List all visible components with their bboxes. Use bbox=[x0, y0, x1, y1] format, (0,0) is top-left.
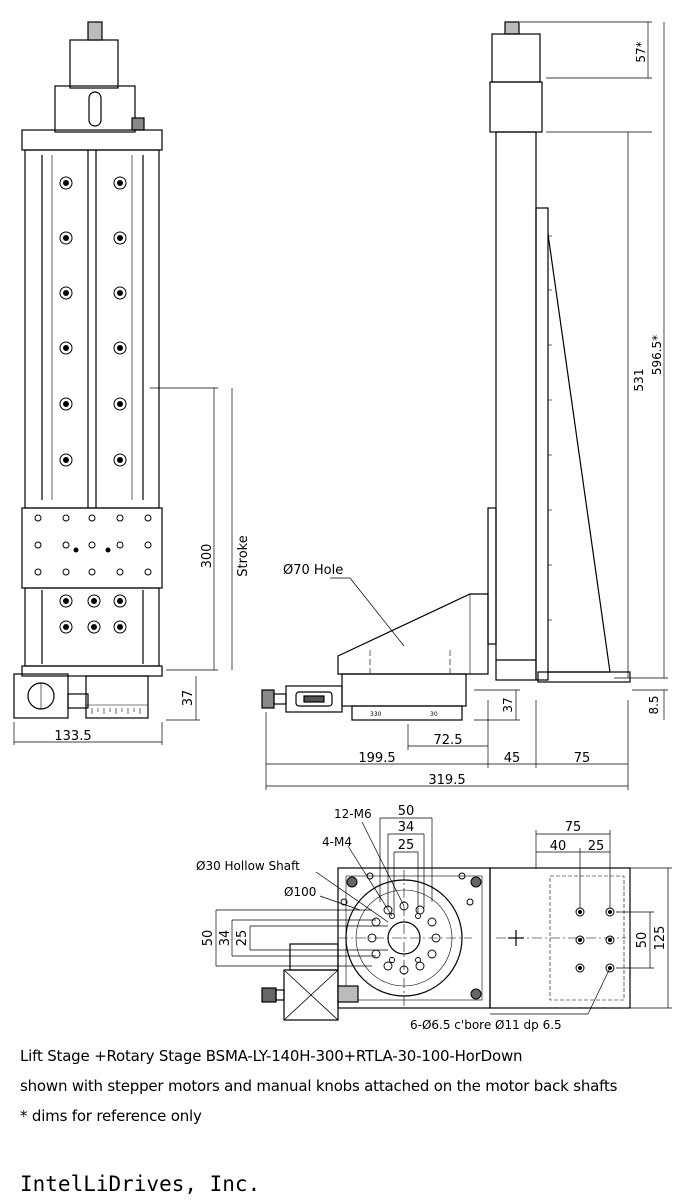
dim-50-right: 50 bbox=[635, 932, 650, 949]
dim-45: 45 bbox=[504, 751, 521, 766]
dim-40: 40 bbox=[550, 839, 567, 854]
dia-100-label: Ø100 bbox=[284, 885, 316, 899]
caption-title: Lift Stage +Rotary Stage BSMA-LY-140H-30… bbox=[20, 1047, 523, 1065]
dim-319-5: 319.5 bbox=[428, 773, 465, 788]
technical-drawing: 133.5 300 Stroke 37 330 30 bbox=[13, 21, 672, 1032]
side-base-height-dim: 37 bbox=[181, 690, 196, 707]
dim-34-top: 34 bbox=[398, 820, 415, 835]
stroke-label: Stroke bbox=[236, 535, 251, 576]
dim-531: 531 bbox=[632, 369, 646, 392]
dim-25-left: 25 bbox=[235, 930, 250, 947]
hollow-shaft-label: Ø30 Hollow Shaft bbox=[196, 859, 300, 873]
bore-label: 6-Ø6.5 c'bore Ø11 dp 6.5 bbox=[410, 1018, 562, 1032]
side-height-dim: 300 bbox=[200, 544, 215, 569]
dim-25-right: 25 bbox=[588, 839, 605, 854]
lower-holes bbox=[59, 594, 127, 634]
side-view: 133.5 300 Stroke 37 bbox=[13, 21, 251, 745]
dim-50-top: 50 bbox=[398, 804, 415, 819]
dim-596-5: 596.5* bbox=[650, 335, 664, 375]
dim-125: 125 bbox=[653, 926, 668, 951]
m6-label: 12-M6 bbox=[334, 807, 372, 821]
dim-75-front: 75 bbox=[574, 751, 591, 766]
rotary-holes bbox=[367, 901, 441, 975]
dim-34-left: 34 bbox=[218, 930, 233, 947]
side-rail-holes bbox=[59, 176, 127, 467]
dim-50-left: 50 bbox=[201, 930, 216, 947]
side-width-dim: 133.5 bbox=[54, 729, 91, 744]
plate-holes bbox=[575, 907, 615, 973]
dim-199-5: 199.5 bbox=[358, 751, 395, 766]
carriage-holes bbox=[34, 514, 152, 576]
dim-25-top: 25 bbox=[398, 838, 415, 853]
dim-8-5: 8.5 bbox=[647, 695, 661, 714]
caption-note: * dims for reference only bbox=[20, 1107, 202, 1125]
dim-72-5: 72.5 bbox=[434, 733, 463, 748]
dim-37-front: 37 bbox=[501, 697, 515, 712]
corner-screws bbox=[340, 872, 482, 1000]
scale-mark-b: 30 bbox=[430, 711, 438, 718]
dim-75-top: 75 bbox=[565, 820, 582, 835]
company-name: IntelLiDrives, Inc. bbox=[20, 1172, 261, 1196]
scale-mark-a: 330 bbox=[370, 711, 382, 718]
caption-description: shown with stepper motors and manual kno… bbox=[20, 1077, 618, 1095]
dim-57: 57* bbox=[634, 41, 648, 62]
hole-label: Ø70 Hole bbox=[283, 563, 343, 578]
top-view: 12-M6 4-M4 Ø30 Hollow Shaft Ø100 50 34 2… bbox=[196, 804, 672, 1032]
m4-label: 4-M4 bbox=[322, 835, 352, 849]
front-view: 330 30 bbox=[261, 21, 668, 790]
